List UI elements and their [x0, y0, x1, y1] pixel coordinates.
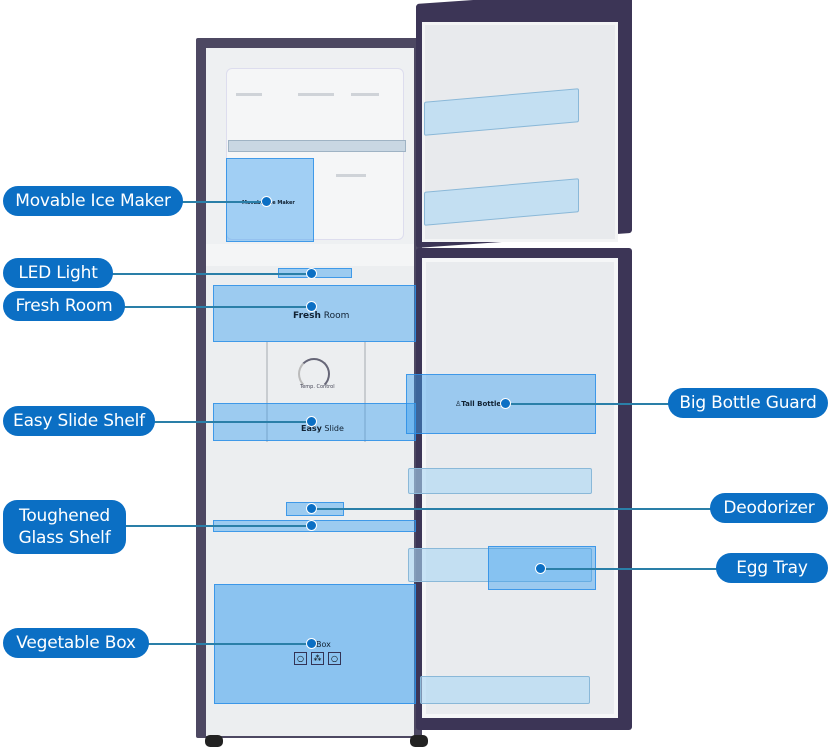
- callout-fresh-room: Fresh Room: [3, 291, 125, 321]
- callout-egg-tray: Egg Tray: [716, 553, 828, 583]
- marker-deodorizer: [306, 503, 317, 514]
- freezer-compartment: [206, 48, 414, 244]
- callout-big-bottle-guard: Big Bottle Guard: [668, 388, 828, 418]
- callout-vegetable-box: Vegetable Box: [3, 628, 149, 658]
- fresh-room-highlight: [213, 285, 416, 342]
- tall-bottle-text: ♙Tall Bottle G: [455, 400, 510, 408]
- vegetable-box-text: Box: [316, 640, 331, 649]
- vegetable-icons: ○ ⁂ ○: [294, 652, 341, 665]
- leader-line-easy-slide: [152, 421, 312, 423]
- fridge-door-bin-2: [408, 548, 592, 582]
- fresh-room-text: Fresh Room: [293, 311, 350, 321]
- leader-line-glass-shelf: [124, 525, 312, 527]
- marker-vegetable-box: [306, 638, 317, 649]
- temp-control-label: Temp. Control: [300, 384, 335, 390]
- marker-big-bottle-guard: [500, 398, 511, 409]
- leader-line-big-bottle-guard: [505, 403, 670, 405]
- tomato-icon: ○: [294, 652, 307, 665]
- leader-line-egg-tray: [540, 568, 720, 570]
- leader-line-deodorizer: [310, 508, 714, 510]
- apple-icon: ○: [328, 652, 341, 665]
- marker-easy-slide: [306, 416, 317, 427]
- marker-fresh-room: [306, 301, 317, 312]
- foot-right: [410, 735, 428, 747]
- leader-line-vegetable-box: [146, 643, 312, 645]
- marker-glass-shelf: [306, 520, 317, 531]
- callout-easy-slide-shelf: Easy Slide Shelf: [3, 406, 155, 436]
- callout-led-light: LED Light: [3, 258, 113, 288]
- marker-led-light: [306, 268, 317, 279]
- bottle-icon: ♙: [455, 400, 462, 408]
- marker-egg-tray: [535, 563, 546, 574]
- callout-movable-ice-maker: Movable Ice Maker: [3, 186, 183, 216]
- marker-ice-maker: [261, 196, 272, 207]
- freezer-shelf: [228, 140, 406, 152]
- fridge-door-bin-1: [408, 468, 592, 494]
- fridge-door-bin-3: [420, 676, 590, 704]
- callout-toughened-glass-shelf: Toughened Glass Shelf: [3, 500, 126, 554]
- callout-deodorizer: Deodorizer: [710, 493, 828, 523]
- temp-control-dial: [298, 358, 330, 390]
- divider: [206, 244, 414, 266]
- leader-line-fresh-room: [122, 306, 312, 308]
- leader-line-ice-maker: [180, 201, 266, 203]
- foot-left: [205, 735, 223, 747]
- easy-slide-text: Easy Slide: [301, 424, 344, 433]
- leader-line-led-light: [110, 273, 312, 275]
- grapes-icon: ⁂: [311, 652, 324, 665]
